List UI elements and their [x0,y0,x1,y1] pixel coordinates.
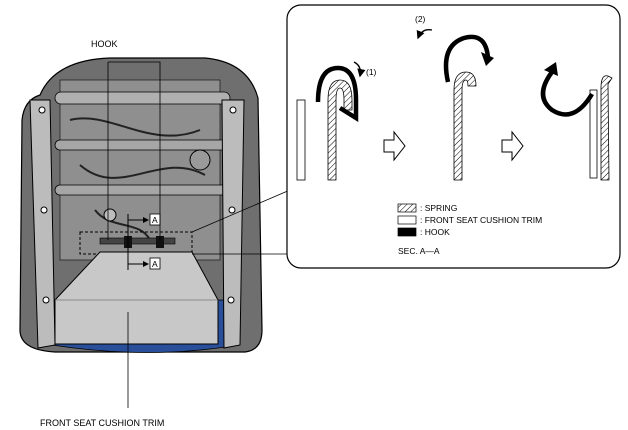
legend: : SPRING : FRONT SEAT CUSHION TRIM : HOO… [397,203,542,256]
seat-motor [189,149,211,171]
hook-1 [315,65,359,123]
seat-connector [103,208,117,222]
right-rail-bolt [229,106,237,114]
stage-1-hooked: (1) [296,61,377,181]
hook-bar [99,237,176,245]
callout-line-upper [191,189,291,233]
section-mark-bottom: A [152,259,158,269]
hook-2-tip [481,52,494,66]
left-rail-bolt [40,206,48,214]
right-seat-rail [221,99,245,349]
wire-harness [69,117,206,241]
legend-trim-swatch [397,215,417,225]
stage-3-released [540,62,613,181]
rear-cross-tube [54,91,231,105]
right-rail-bolt [227,296,235,304]
process-arrow-1 [383,130,406,162]
trim-strip-3 [589,89,598,179]
hook-clip-right [156,236,164,248]
trim-strip [296,99,306,181]
left-rail-bolt [38,106,46,114]
section-caption: SEC. A—A [398,246,440,256]
spring-3 [600,75,613,181]
spring-2 [453,71,477,181]
legend-spring-swatch [397,203,417,213]
step-2-label: (2) [415,14,426,24]
legend-trim-label: : FRONT SEAT CUSHION TRIM [420,215,542,225]
hook-2 [443,34,491,83]
trim-label: FRONT SEAT CUSHION TRIM [40,418,164,428]
hook-label: HOOK [91,39,118,49]
legend-hook-label: : HOOK [420,227,450,237]
hook-3 [540,70,594,117]
left-seat-rail [29,99,56,349]
section-mark-top: A [152,215,158,225]
step-1-label: (1) [366,67,377,77]
left-rail-bolt [42,296,50,304]
legend-hook-swatch [397,227,417,237]
rotate-arrow-1 [353,61,366,78]
detail-panel [286,4,621,269]
process-arrow-2 [501,130,524,162]
hook-leader-lines [107,61,161,240]
section-mark-box-bottom [149,257,161,270]
front-cross-tube [54,184,231,196]
right-rail-bolt [228,206,236,214]
hook-3-tip [544,62,558,76]
seat-illustration: A A [19,57,263,353]
rotate-arrow-2 [416,28,433,40]
mid-cross-tube [54,139,231,151]
legend-spring-label: : SPRING [420,203,457,213]
stage-2-rotating: (2) [415,14,494,181]
